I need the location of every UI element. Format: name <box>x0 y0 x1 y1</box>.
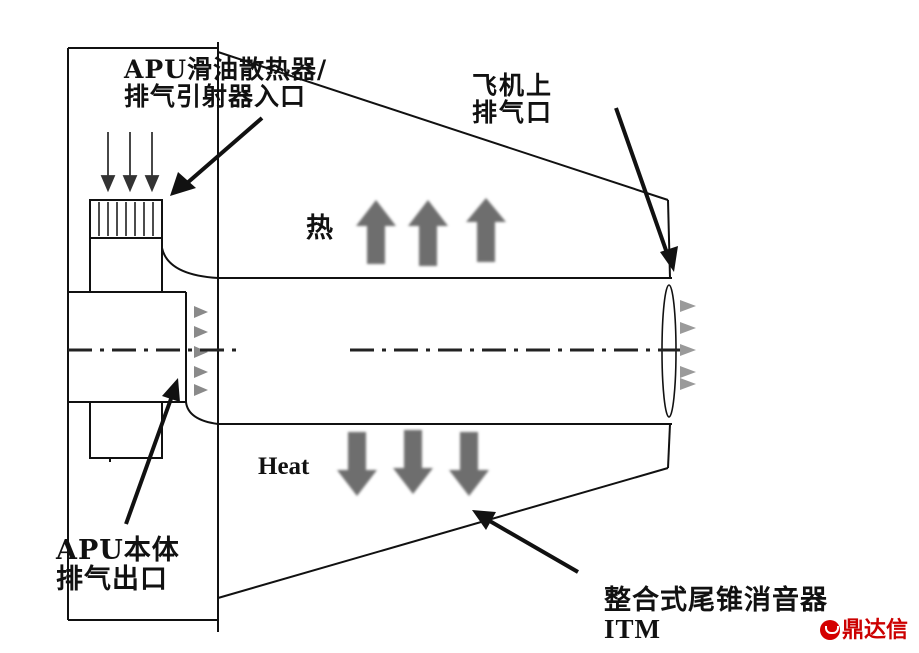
watermark: 鼎达信 <box>820 612 908 644</box>
outlet-exhaust-arrows <box>680 300 696 390</box>
leader-cooler-inlet <box>170 116 264 196</box>
itm-body <box>217 51 677 599</box>
label-aircraft-exhaust-line1: 飞机上 <box>472 71 554 100</box>
leader-itm <box>472 510 580 574</box>
label-itm-line1: 整合式尾锥消音器 <box>604 585 828 616</box>
label-itm-line2: ITM <box>604 614 661 645</box>
label-itm: 整合式尾锥消音器 ITM <box>604 586 828 644</box>
watermark-text: 鼎达信 <box>842 618 909 643</box>
leader-aircraft-exhaust <box>614 107 678 272</box>
leader-apu-exhaust <box>124 378 180 525</box>
label-heat-cn: 热 <box>306 213 333 244</box>
label-aircraft-exhaust-line2: 排气口 <box>472 98 554 127</box>
heat-arrows-down <box>337 430 489 496</box>
leader-arrows <box>124 107 678 574</box>
label-apu-exhaust-line2: 排气出口 <box>56 564 168 596</box>
heat-arrows-up <box>356 198 506 266</box>
label-heat-en: Heat <box>258 453 310 480</box>
itm-outer-bottom <box>217 467 669 599</box>
structure-walls <box>67 42 219 632</box>
itm-outer-top <box>217 51 669 201</box>
label-cooler-inlet-line1: APU滑油散热器/ <box>124 55 328 84</box>
label-aircraft-exhaust: 飞机上 排气口 <box>472 72 553 126</box>
label-cooler-inlet: APU滑油散热器/ 排气引射器入口 <box>124 56 327 110</box>
oil-cooler <box>89 199 219 293</box>
watermark-logo-icon <box>820 620 840 640</box>
label-apu-exhaust: APU本体 排气出口 <box>56 536 180 594</box>
apu-body <box>68 291 219 462</box>
cooler-inflow-arrows <box>100 132 160 193</box>
apu-exhaust-arrows <box>194 306 208 396</box>
label-apu-exhaust-line1: APU本体 <box>56 535 180 566</box>
label-cooler-inlet-line2: 排气引射器入口 <box>124 82 307 111</box>
